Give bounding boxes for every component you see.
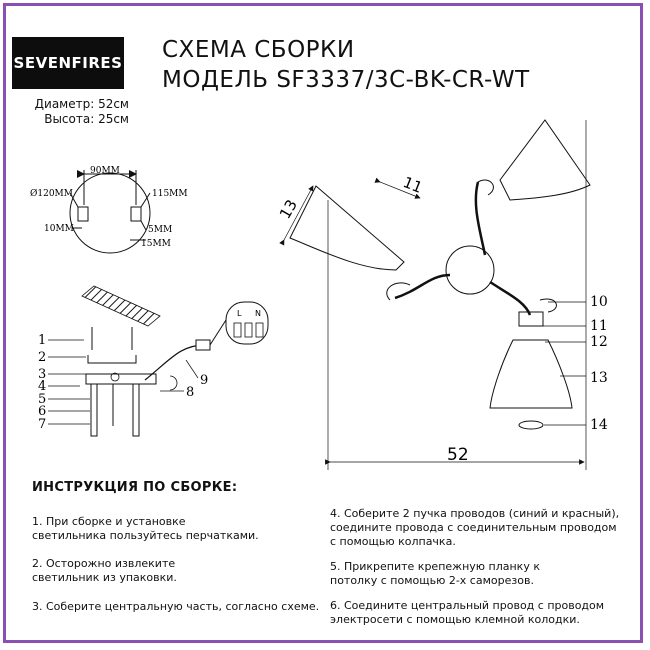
callout-1: 1 [38,333,46,348]
callout-5: 5 [38,392,46,407]
screw-right [132,383,140,437]
page-frame [3,3,643,643]
instruction-step-6: 6. Соедините центральный провод с провод… [330,599,604,627]
callout-9: 9 [200,373,208,388]
dim-width: 52 [447,445,469,465]
mounting-plate-drawing [69,170,151,254]
callout-4: 4 [38,379,46,394]
dim-10mm: 10MM [44,224,74,234]
callout-14: 14 [590,417,608,433]
page-title: СХЕМА СБОРКИ МОДЕЛЬ SF3337/3C-BK-CR-WT [162,35,530,95]
step-4-line-2: соедините провода с соединительным прово… [330,521,617,534]
chandelier-center [445,245,495,295]
mount-plate [85,373,157,385]
step-2-line-2: светильник из упаковки. [32,571,177,584]
callout-6: 6 [38,404,46,419]
dim-90mm: 90MM [90,166,120,176]
screw-left [90,383,98,437]
step-3-line-1: 3. Соберите центральную часть, согласно … [32,600,320,613]
callout-3: 3 [38,367,46,382]
shade-upper-right [499,119,591,201]
step-4-line-3: с помощью колпачка. [330,535,456,548]
socket [518,311,544,327]
instruction-step-1: 1. При сборке и установке светильника по… [32,515,259,543]
mount-bracket [87,355,137,364]
step-5-line-2: потолку с помощью 2-х саморезов. [330,574,534,587]
instruction-step-2: 2. Осторожно извлеките светильник из упа… [32,557,177,585]
step-6-line-1: 6. Соедините центральный провод с провод… [330,599,605,612]
plate-circle [69,172,151,254]
callout-2: 2 [38,350,46,365]
dim-15mm: 15MM [141,239,171,249]
chandelier-drawing [279,119,591,470]
plate-slot-left [77,206,89,222]
title-line-2: МОДЕЛЬ SF3337/3C-BK-CR-WT [162,67,530,93]
shade-left [289,185,405,271]
callout-11: 11 [590,318,608,334]
dim-5mm: 5MM [148,225,172,235]
dim-120mm: Ø120MM [30,188,73,199]
shade-lower [489,339,573,409]
instructions-heading: ИНСТРУКЦИЯ ПО СБОРКЕ: [32,480,238,495]
spec-height: Высота: 25см [44,112,129,126]
plate-slot-right [130,206,142,222]
title-line-1: СХЕМА СБОРКИ [162,37,355,63]
callout-13: 13 [590,370,608,386]
dim-115mm: 115MM [152,189,188,199]
spec-diameter: Диаметр: 52см [34,97,129,111]
ceiling-mount-exploded [81,285,269,437]
callout-12: 12 [590,334,608,350]
callout-8: 8 [186,385,194,400]
step-4-line-1: 4. Соберите 2 пучка проводов (синий и кр… [330,507,620,520]
callout-leaders-left [48,339,199,425]
dim-arm-a: 13 [276,196,301,222]
step-1-line-1: 1. При сборке и установке [32,515,186,528]
instruction-step-3: 3. Соберите центральную часть, согласно … [32,600,319,614]
step-2-line-1: 2. Осторожно извлеките [32,557,176,570]
instruction-step-4: 4. Соберите 2 пучка проводов (синий и кр… [330,507,619,549]
bulb-tip [518,420,544,430]
brand-logo: SEVENFIRES [12,37,124,89]
step-6-line-2: электросети с помощью клемной колодки. [330,613,580,626]
terminal-n: N [255,309,261,318]
terminal-l: L [237,309,242,318]
callout-10: 10 [590,294,608,310]
callout-7: 7 [38,417,46,432]
ceiling-hatch [81,285,161,327]
dim-arm-b: 11 [401,173,425,197]
step-1-line-2: светильника пользуйтесь перчатками. [32,529,259,542]
instruction-step-5: 5. Прикрепите крепежную планку к потолку… [330,560,540,588]
step-5-line-1: 5. Прикрепите крепежную планку к [330,560,540,573]
